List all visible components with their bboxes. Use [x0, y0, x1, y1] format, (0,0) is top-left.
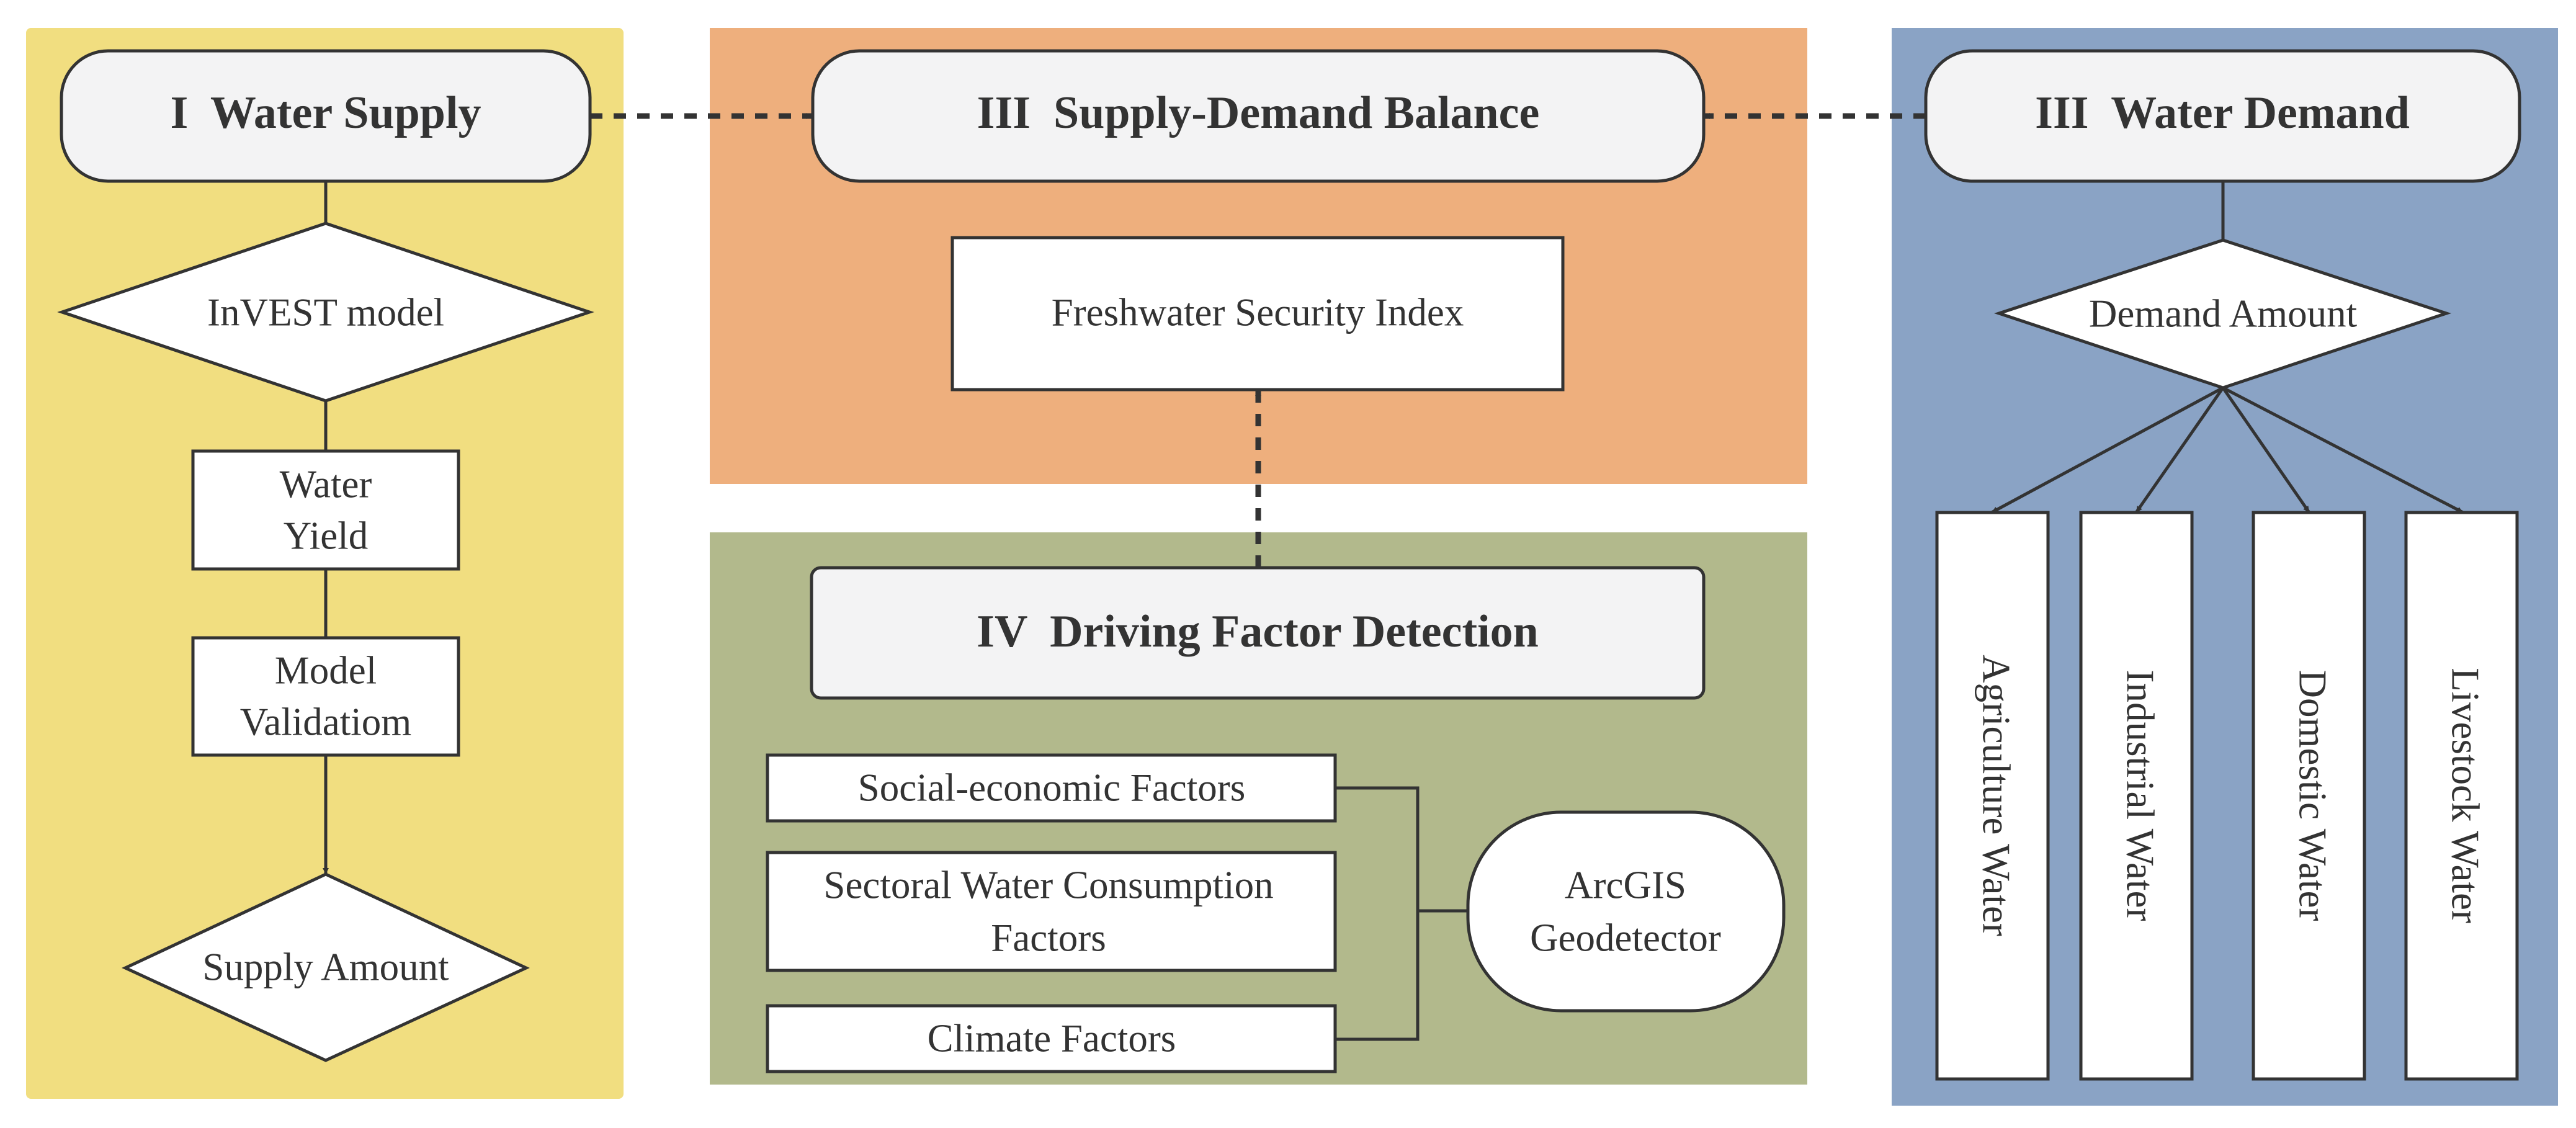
arcgis-geodetector-label: ArcGIS — [1565, 863, 1686, 906]
industrial-water-box — [2079, 511, 2194, 1081]
sectoral-water-consumption-box — [766, 851, 1337, 972]
demand-split-arrow — [2221, 387, 2311, 514]
social-economic-factors-box — [766, 753, 1337, 823]
sectoral-water-consumption-label: Sectoral Water Consumption — [823, 863, 1273, 906]
climate-factors-label: Climate Factors — [928, 1016, 1176, 1060]
supply-amount-label: Supply Amount — [202, 945, 449, 988]
livestock-water-label: Livestock Water — [2444, 668, 2487, 923]
invest-model-diamond — [57, 222, 594, 403]
freshwater-security-index-label: Freshwater Security Index — [1052, 290, 1464, 334]
demand-header-title: III Water Demand — [2035, 87, 2410, 138]
model-validation-label: Validatiom — [240, 700, 411, 743]
livestock-water-box — [2404, 511, 2519, 1081]
social-economic-factors-label: Social-economic Factors — [858, 766, 1246, 809]
demand-split-arrow — [2134, 387, 2225, 514]
agriculture-water-label: Agriculture Water — [1975, 655, 2018, 936]
factor-connector — [1335, 786, 1468, 1041]
demand-split-arrow — [1990, 386, 2224, 514]
driving-header — [810, 566, 1706, 700]
climate-factors-box — [766, 1004, 1337, 1073]
water-yield-label: Water — [280, 462, 372, 506]
sectoral-water-consumption-label: Factors — [991, 916, 1106, 959]
supply-header-title: I Water Supply — [170, 87, 481, 138]
model-validation-label: Model — [275, 648, 377, 692]
freshwater-security-index-box — [950, 236, 1565, 392]
supply-amount-diamond — [122, 872, 530, 1062]
invest-model-label: InVEST model — [207, 290, 444, 334]
demand-header — [1924, 49, 2521, 183]
model-validation-box — [191, 636, 460, 757]
demand-split-arrow — [2222, 386, 2464, 514]
domestic-water-box — [2252, 511, 2366, 1081]
water-yield-label: Yield — [284, 514, 369, 557]
balance-header — [811, 49, 1706, 183]
driving-header-title: IV Driving Factor Detection — [977, 606, 1539, 657]
water-yield-box — [191, 449, 460, 571]
industrial-water-label: Industrial Water — [2119, 670, 2162, 921]
domestic-water-label: Domestic Water — [2291, 670, 2335, 921]
demand-amount-label: Demand Amount — [2089, 292, 2358, 335]
balance-header-title: III Supply-Demand Balance — [977, 87, 1540, 138]
agriculture-water-box — [1935, 511, 2050, 1081]
arcgis-geodetector-label: Geodetector — [1530, 916, 1721, 959]
arcgis-geodetector-box — [1466, 810, 1786, 1013]
